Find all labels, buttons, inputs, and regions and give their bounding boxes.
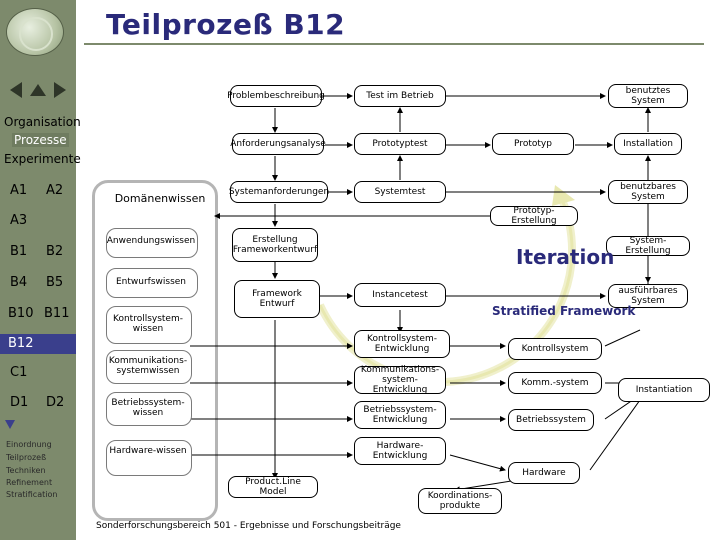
box-betriebssystem: Betriebssystem: [508, 409, 594, 431]
sidebar-link-teilprozess[interactable]: Teilprozeß: [6, 453, 47, 462]
box-prototyptest: Prototyptest: [354, 133, 446, 155]
sidebar-link-refinement[interactable]: Refinement: [6, 478, 53, 487]
box-problembeschreibung: Problembeschreibung: [227, 85, 325, 107]
label-kommunikationssystemwissen: Kommunikations-systemwissen: [108, 356, 188, 376]
sidebar-item-a1[interactable]: A1: [10, 183, 28, 198]
box-systemanforderungen: Systemanforderungen: [229, 181, 329, 203]
sidebar-item-a3[interactable]: A3: [10, 213, 28, 228]
box-system-erstellung: System-Erstellung: [606, 236, 690, 256]
label-betriebssystemwissen: Betriebssystem-wissen: [111, 398, 185, 418]
box-instancetest: Instancetest: [354, 283, 446, 307]
sidebar-link-einordnung[interactable]: Einordnung: [6, 440, 52, 449]
sidebar-item-d2[interactable]: D2: [46, 395, 65, 410]
logo: [6, 8, 64, 56]
box-installation: Installation: [614, 133, 682, 155]
label-iteration: Iteration: [516, 245, 615, 269]
knowledge-container: [92, 180, 218, 521]
box-anforderungsanalyse: Anforderungsanalyse: [230, 133, 326, 155]
label-domaenenwissen: Domänenwissen: [114, 192, 206, 205]
sidebar-item-b2[interactable]: B2: [46, 244, 64, 259]
box-kontrollsystem-entwicklung: Kontrollsystem-Entwicklung: [354, 330, 450, 358]
box-kommunikationssystem-entwicklung: Kommunikations-system-Entwicklung: [354, 365, 446, 395]
back-arrow-icon[interactable]: [6, 80, 26, 100]
box-benutztes-system: benutztes System: [608, 84, 688, 108]
down-arrow-icon[interactable]: [4, 418, 16, 430]
label-entwurfswissen: Entwurfswissen: [115, 277, 187, 287]
label-kontrollsystemwissen: Kontrollsystem-wissen: [113, 314, 183, 334]
box-betriebssystem-entwicklung: Betriebssystem-Entwicklung: [354, 401, 446, 429]
box-komm-system: Komm.-system: [508, 372, 602, 394]
box-ausfuehrbares-system: ausführbares System: [608, 284, 688, 308]
forward-arrow-icon[interactable]: [50, 80, 70, 100]
sidebar-item-b10[interactable]: B10: [8, 306, 34, 321]
sidebar-item-a2[interactable]: A2: [46, 183, 64, 198]
box-koordinationsprodukte: Koordinations-produkte: [418, 488, 502, 514]
box-kontrollsystem: Kontrollsystem: [508, 338, 602, 360]
sidebar-item-b12[interactable]: B12: [8, 336, 34, 351]
title-underline: [84, 43, 704, 45]
sidebar-section-organisation[interactable]: Organisation: [4, 115, 81, 129]
sidebar-item-b4[interactable]: B4: [10, 275, 28, 290]
box-systemtest: Systemtest: [354, 181, 446, 203]
sidebar-section-experimente[interactable]: Experimente: [4, 152, 81, 166]
box-instantiation: Instantiation: [618, 378, 710, 402]
sidebar-item-d1[interactable]: D1: [10, 395, 29, 410]
page-title: Teilprozeß B12: [106, 8, 346, 41]
label-anwendungswissen: Anwendungswissen: [106, 236, 196, 246]
box-hardware-entwicklung: Hardware-Entwicklung: [354, 437, 446, 465]
sidebar-link-stratification[interactable]: Stratification: [6, 490, 58, 499]
sidebar-item-b1[interactable]: B1: [10, 244, 28, 259]
sidebar-item-b11[interactable]: B11: [44, 306, 70, 321]
box-benutzbares-system: benutzbares System: [608, 180, 688, 204]
box-prototyp: Prototyp: [492, 133, 574, 155]
label-stratified-framework: Stratified Framework: [492, 304, 636, 318]
box-hardware: Hardware: [508, 462, 580, 484]
sidebar: Organisation Prozesse Experimente A1 A2 A…: [0, 0, 81, 540]
box-prototyp-erstellung: Prototyp-Erstellung: [490, 206, 578, 226]
sidebar-item-c1[interactable]: C1: [10, 365, 28, 380]
footer-text: Sonderforschungsbereich 501 - Ergebnisse…: [96, 521, 401, 531]
box-productline-model: Product.Line Model: [228, 476, 318, 498]
sidebar-link-techniken[interactable]: Techniken: [6, 466, 46, 475]
box-test-im-betrieb: Test im Betrieb: [354, 85, 446, 107]
label-hardwarewissen: Hardware-wissen: [109, 446, 187, 456]
box-framework-entwurf: Framework Entwurf: [234, 280, 320, 318]
sidebar-item-b5[interactable]: B5: [46, 275, 64, 290]
up-arrow-icon[interactable]: [28, 80, 48, 100]
box-erstellung-frameworkentwurf: Erstellung Frameworkentwurf: [232, 228, 318, 262]
sidebar-section-prozesse[interactable]: Prozesse: [12, 133, 69, 147]
